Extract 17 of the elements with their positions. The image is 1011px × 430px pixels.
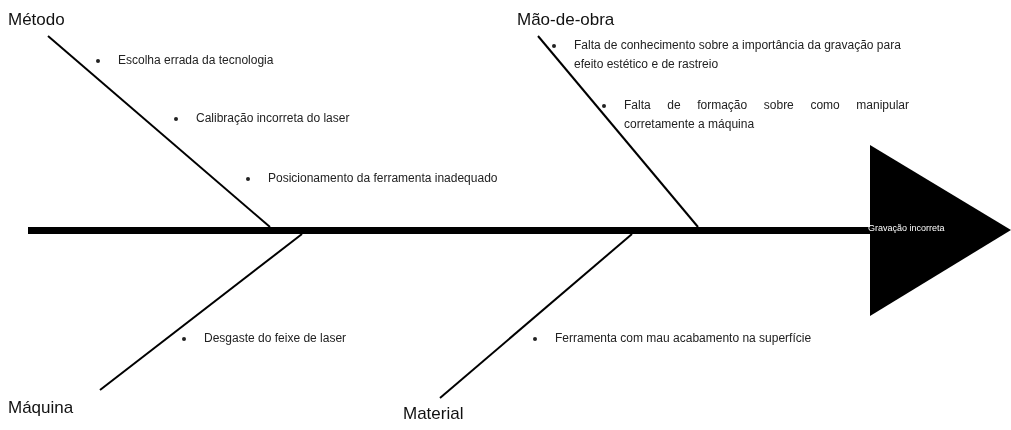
cause-text: Ferramenta com mau acabamento na superfície [555, 330, 813, 347]
cause-text: Falta de conhecimento sobre a importância da gravação para efeito estético e de rastreio [574, 37, 902, 73]
category-label: Material [403, 404, 464, 424]
cause-text: Calibração incorreta do laser [196, 110, 351, 127]
cause-text: Desgaste do feixe de laser [204, 330, 348, 347]
effect-text: Gravação incorreta [868, 223, 945, 233]
category-label: Método [8, 10, 65, 30]
bone-line [99, 233, 303, 391]
bone-line [47, 35, 271, 228]
cause-text: Escolha errada da tecnologia [118, 52, 275, 69]
bone-line [537, 35, 699, 228]
category-label: Mão-de-obra [517, 10, 615, 30]
bone-line [439, 233, 633, 399]
category-label: Máquina [8, 398, 74, 418]
cause-text: Falta de formação sobre como manipular corretamente a máquina [624, 97, 909, 133]
effect-triangle [870, 145, 1011, 316]
cause-text: Posicionamento da ferramenta inadequado [268, 170, 499, 187]
